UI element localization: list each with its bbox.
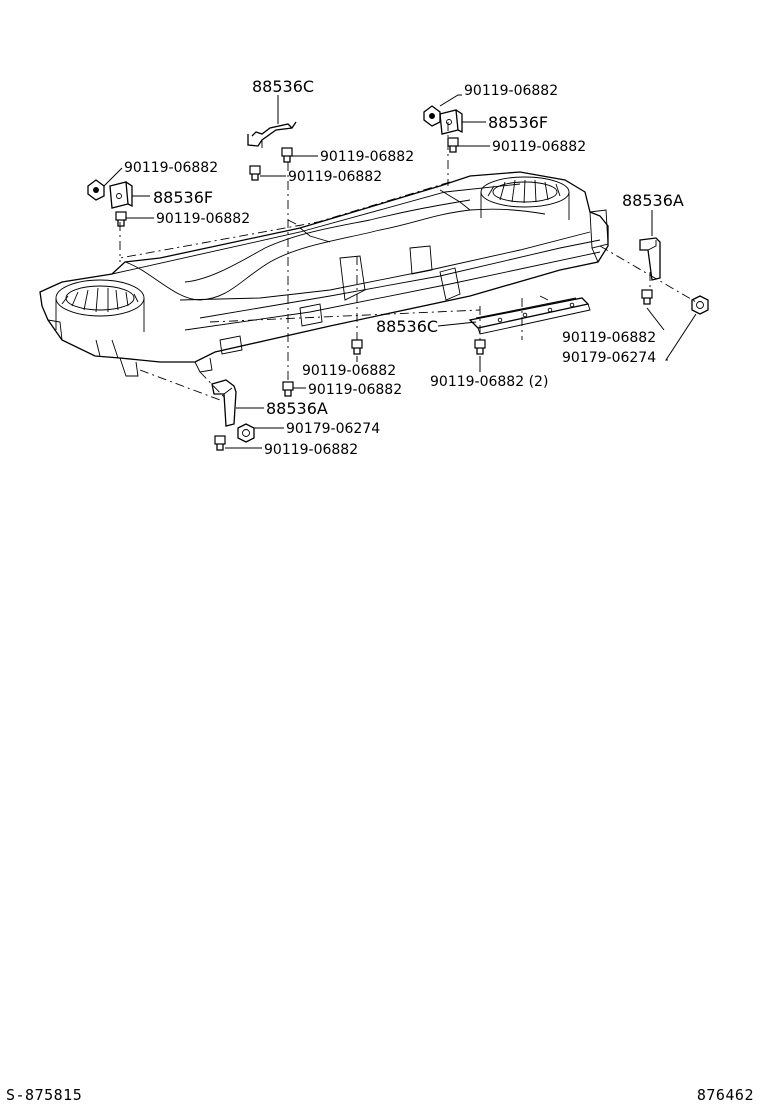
label-90179-right: 90179-06274: [562, 350, 656, 366]
label-90119-top-mid-b: 90119-06882: [288, 169, 382, 185]
air-duct-housing: [39, 171, 609, 377]
bolt-icon: [447, 137, 459, 153]
bracket-88536c-mid: [468, 297, 591, 335]
bolt-icon: [351, 339, 363, 355]
label-90119-bottom: 90119-06882: [264, 442, 358, 458]
label-88536f-left: 88536F: [153, 188, 213, 207]
bracket-88536f-top-right: [439, 109, 463, 135]
label-90179-bottom: 90179-06274: [286, 421, 380, 437]
diagram-number: 876462: [696, 1086, 754, 1104]
label-90119-right: 90119-06882: [562, 330, 656, 346]
bolt-icon: [115, 211, 127, 227]
label-88536a-right: 88536A: [622, 191, 684, 210]
bolt-icon: [281, 147, 293, 163]
label-90119-left-b: 90119-06882: [156, 211, 250, 227]
bolt-icon: [87, 179, 105, 201]
assembly-guide-lines: [119, 122, 697, 401]
bracket-88536f-left: [109, 181, 133, 209]
label-88536c-mid: 88536C: [376, 317, 438, 336]
label-88536f-top-right: 88536F: [488, 113, 548, 132]
label-90119-top-mid-a: 90119-06882: [320, 149, 414, 165]
label-88536c-top: 88536C: [252, 77, 314, 96]
nut-icon: [691, 295, 709, 315]
label-90119-center-a: 90119-06882: [302, 363, 396, 379]
part-labels: 88536C 90119-06882 88536F 90119-06882 90…: [124, 77, 684, 458]
bolt-icon: [641, 289, 653, 305]
bolt-icon: [249, 165, 261, 181]
bracket-88536c-top: [247, 121, 297, 148]
bolt-icon: [423, 105, 441, 127]
label-90119-mid-qty: 90119-06882 (2): [430, 374, 548, 390]
nut-icon: [237, 423, 255, 443]
fasteners: [87, 105, 709, 451]
bracket-88536a-right: [639, 237, 661, 281]
bracket-88536a-bottom: [211, 379, 237, 427]
label-90119-center-b: 90119-06882: [308, 382, 402, 398]
bolt-icon: [474, 339, 486, 355]
label-90119-top-right-a: 90119-06882: [464, 83, 558, 99]
bolt-icon: [282, 381, 294, 397]
label-90119-left-a: 90119-06882: [124, 160, 218, 176]
illustration-code: S-875815: [6, 1086, 83, 1104]
bolt-icon: [214, 435, 226, 451]
leader-lines: [103, 94, 697, 449]
label-90119-top-right-b: 90119-06882: [492, 139, 586, 155]
label-88536a-bottom: 88536A: [266, 399, 328, 418]
